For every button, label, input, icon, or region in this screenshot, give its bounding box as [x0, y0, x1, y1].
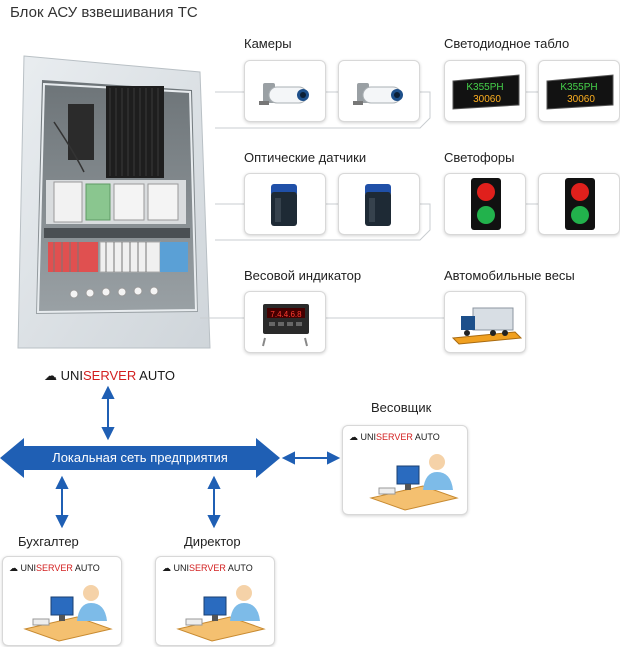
camera-icon: [353, 83, 403, 105]
traffic-light-tile-2: [538, 173, 620, 235]
optical-sensor-tile-1: [244, 173, 326, 235]
led-board-icon: K355PH 30060: [452, 74, 520, 110]
logo-suffix: AUTO: [225, 563, 253, 573]
network-arrows: [0, 385, 341, 529]
led-board-tile-2: K355PH 30060: [538, 60, 620, 122]
network-bus-arrow: [0, 438, 280, 478]
cloud-icon: ☁: [44, 368, 57, 383]
traffic-light-tile-1: [444, 173, 526, 235]
logo-highlight: SERVER: [189, 563, 226, 573]
operator-workstation-icon: [369, 454, 459, 511]
traffic-light-icon: [471, 178, 501, 230]
logo-highlight: SERVER: [83, 368, 137, 383]
cameras-label: Камеры: [244, 36, 292, 51]
weight-indicator-label: Весовой индикатор: [244, 268, 362, 283]
uniserver-logo: ☁ UNISERVER AUTO: [9, 563, 100, 574]
control-cabinet-illustration: [17, 55, 211, 349]
operator-workstation-icon: [176, 585, 266, 642]
double-arrow-icon: [101, 385, 115, 441]
traffic-lights-label: Светофоры: [444, 150, 515, 165]
logo-suffix: AUTO: [72, 563, 100, 573]
double-arrow-icon: [281, 451, 341, 465]
cloud-icon: ☁: [162, 563, 171, 573]
logo-highlight: SERVER: [376, 432, 413, 442]
uniserver-logo: ☁ UNISERVER AUTO: [162, 563, 253, 574]
camera-icon: [259, 83, 309, 105]
uniserver-logo-main: ☁ UNISERVER AUTO: [44, 368, 175, 384]
logo-prefix: UNI: [20, 563, 37, 573]
traffic-light-icon: [565, 178, 595, 230]
operator-workstation-icon: [23, 585, 113, 642]
optical-sensor-icon: [271, 184, 297, 226]
cloud-icon: ☁: [9, 563, 18, 573]
led-board-label: Светодиодное табло: [444, 36, 570, 51]
led-board-icon: K355PH 30060: [546, 74, 614, 110]
truck-scales-label: Автомобильные весы: [444, 268, 575, 283]
led-board-line1: K355PH: [560, 82, 597, 93]
indicator-display: 7.4.4.6.8: [270, 310, 302, 319]
logo-prefix: UNI: [173, 563, 190, 573]
led-board-line2: 30060: [567, 94, 595, 105]
cloud-icon: ☁: [349, 432, 358, 442]
logo-prefix: UNI: [60, 368, 84, 383]
logo-prefix: UNI: [360, 432, 377, 442]
camera-tile-2: [338, 60, 420, 122]
weight-indicator-tile: 7.4.4.6.8: [244, 291, 326, 353]
double-arrow-icon: [207, 475, 221, 529]
logo-suffix: AUTO: [136, 368, 176, 383]
led-board-line2: 30060: [473, 94, 501, 105]
network-label: Локальная сеть предприятия: [52, 450, 228, 465]
logo-highlight: SERVER: [36, 563, 73, 573]
weigher-workstation-card: ☁ UNISERVER AUTO: [342, 425, 468, 515]
weight-indicator-icon: 7.4.4.6.8: [262, 304, 309, 347]
optical-sensor-tile-2: [338, 173, 420, 235]
accountant-label: Бухгалтер: [18, 534, 79, 549]
led-board-tile-1: K355PH 30060: [444, 60, 526, 122]
optical-sensors-label: Оптические датчики: [244, 150, 367, 165]
uniserver-logo: ☁ UNISERVER AUTO: [349, 432, 440, 443]
led-board-line1: K355PH: [466, 82, 503, 93]
logo-suffix: AUTO: [412, 432, 440, 442]
optical-sensor-icon: [365, 184, 391, 226]
accountant-workstation-card: ☁ UNISERVER AUTO: [2, 556, 122, 646]
double-arrow-icon: [55, 475, 69, 529]
director-workstation-card: ☁ UNISERVER AUTO: [155, 556, 275, 646]
director-label: Директор: [184, 534, 241, 549]
truck-scales-icon: [451, 307, 523, 345]
weigher-label: Весовщик: [371, 400, 432, 415]
camera-tile-1: [244, 60, 326, 122]
truck-scales-tile: [444, 291, 526, 353]
diagram-title: Блок АСУ взвешивания ТС: [10, 4, 198, 21]
